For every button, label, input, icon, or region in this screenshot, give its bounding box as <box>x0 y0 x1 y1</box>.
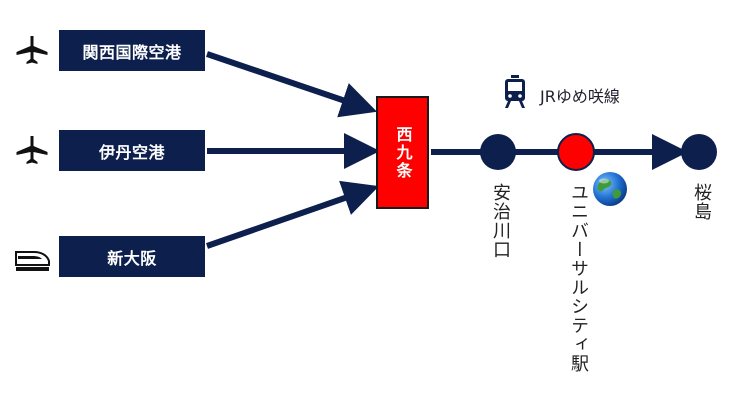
origin-label: 関西国際空港 <box>82 42 182 62</box>
tram-icon <box>505 75 525 108</box>
arrow-kansai-to-hub <box>206 51 378 118</box>
origin-itami-airport: 伊丹空港 <box>59 130 205 171</box>
airplane-icon <box>16 136 48 164</box>
station-label-universal-city: ユニバーサルシティ駅 <box>568 183 589 373</box>
line-label: JRゆめ咲線 <box>540 87 620 106</box>
station-label-ajikawaguchi: 安治川口 <box>490 183 511 259</box>
globe-icon <box>593 172 627 206</box>
airplane-icon <box>16 36 48 64</box>
shinkansen-icon <box>15 251 50 271</box>
station-label-sakurajima: 桜島 <box>691 183 712 221</box>
origin-kansai-airport: 関西国際空港 <box>59 30 205 71</box>
hub-label: 西九条 <box>393 125 413 180</box>
station-node-ajikawaguchi <box>480 134 516 170</box>
origin-label: 伊丹空港 <box>98 142 165 162</box>
arrow-shinosaka-to-hub <box>206 180 379 249</box>
origin-label: 新大阪 <box>107 248 157 268</box>
station-node-universal-city <box>557 133 595 171</box>
hub-nishikujo: 西九条 <box>376 96 429 209</box>
station-node-sakurajima <box>681 134 717 170</box>
origin-shin-osaka: 新大阪 <box>59 236 205 277</box>
